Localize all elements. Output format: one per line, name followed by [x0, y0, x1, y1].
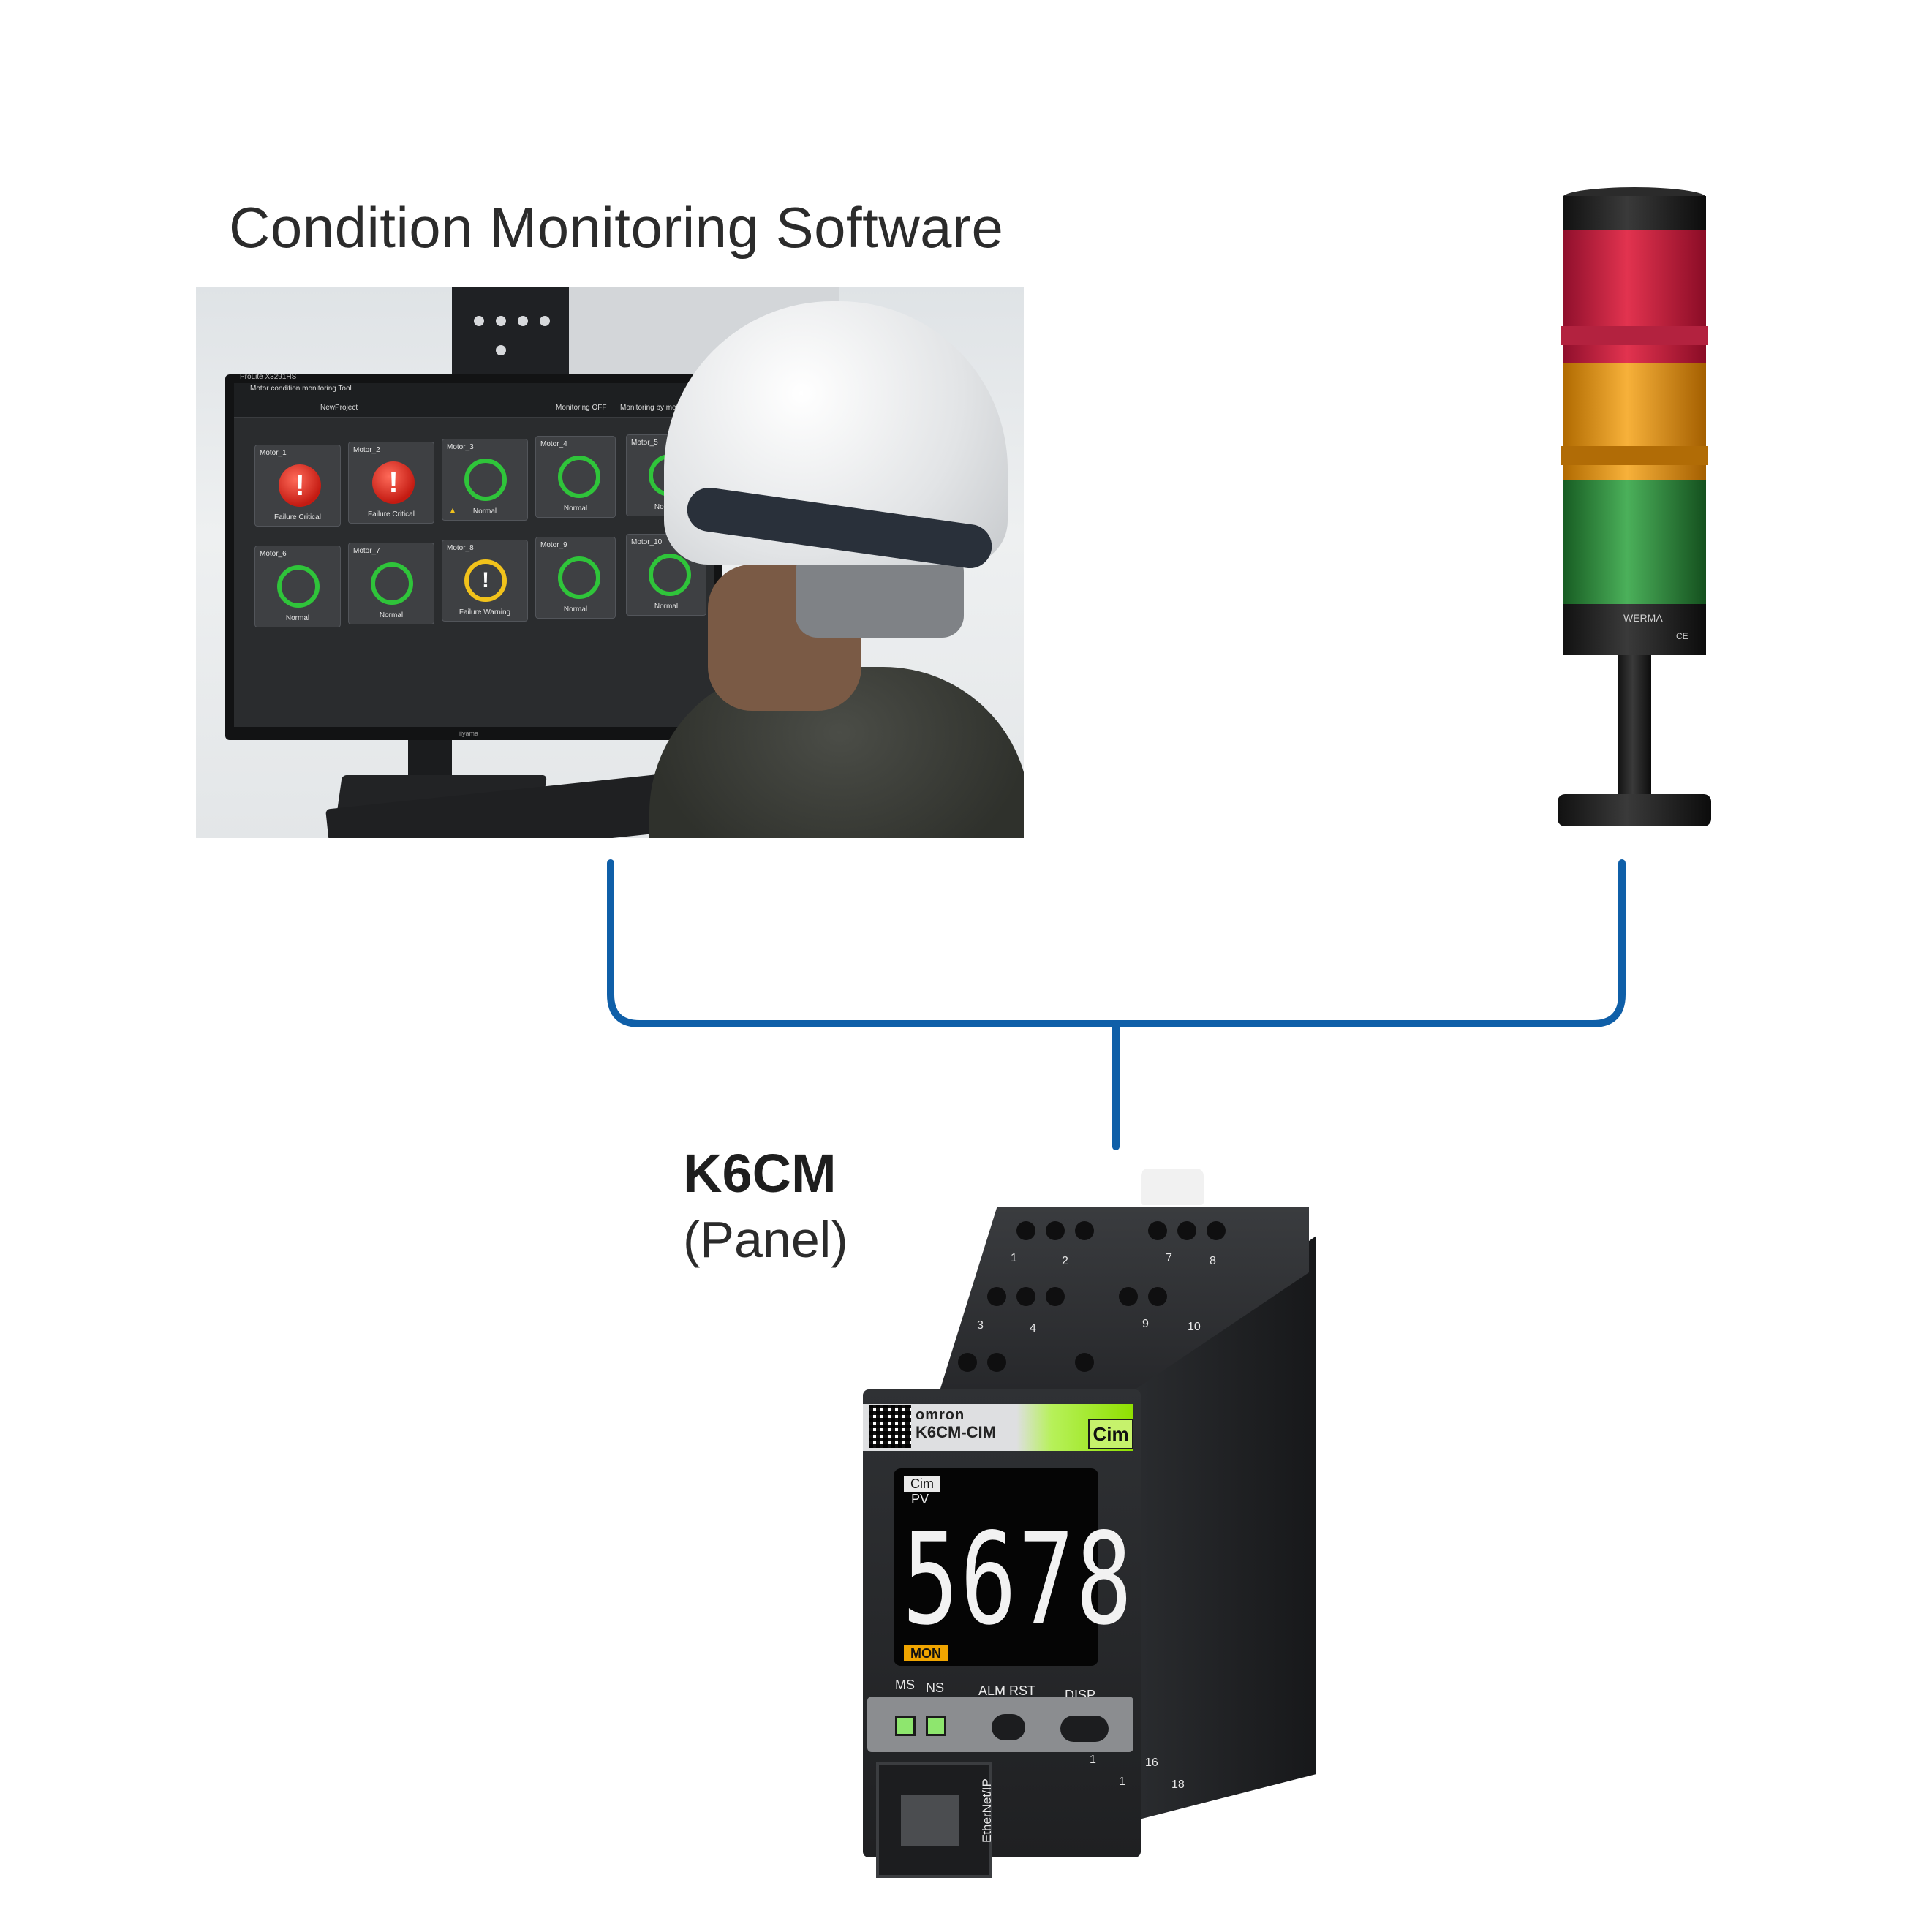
terminal-number: 4 [1030, 1322, 1036, 1335]
motor-tile[interactable]: Motor_1 ! Failure Critical [254, 445, 341, 527]
normal-status-icon [464, 459, 507, 501]
tower-base-module [1563, 604, 1706, 655]
terminal-number: 9 [1142, 1318, 1149, 1330]
tower-ce-mark: CE [1676, 631, 1688, 641]
ethernet-port-socket [901, 1795, 959, 1846]
project-name[interactable]: NewProject [320, 404, 358, 412]
motor-tile[interactable]: Motor_7 Normal [348, 543, 434, 624]
ns-led [926, 1716, 946, 1736]
ethernet-ip-label: EtherNet/IP [980, 1778, 994, 1843]
software-title: Condition Monitoring Software [229, 195, 1004, 260]
motor-status: Normal [379, 611, 404, 619]
motor-name: Motor_2 [353, 446, 380, 454]
alm-rst-label: ALM RST [978, 1683, 1036, 1698]
terminal-number: 16 [1145, 1756, 1158, 1769]
ns-label: NS [926, 1680, 945, 1695]
normal-status-icon [371, 562, 413, 605]
lcd-display: Cim PV 5678 MON [894, 1468, 1134, 1666]
motor-status: Failure Critical [274, 513, 321, 521]
motor-tile[interactable]: Motor_3 ▲ Normal [442, 439, 528, 521]
tower-green-layer [1563, 480, 1706, 604]
wall-board [452, 287, 569, 378]
motor-status: Failure Critical [368, 510, 415, 518]
connector-path [607, 859, 1626, 1027]
normal-status-icon [558, 556, 600, 599]
terminal-number: 3 [977, 1319, 984, 1332]
lcd-status: MON [904, 1645, 948, 1661]
alarm-reset-button[interactable] [992, 1714, 1025, 1740]
terminal-number: 18 [1171, 1778, 1185, 1791]
ethernet-port[interactable] [876, 1762, 992, 1878]
lcd-value: 5678 [902, 1506, 1134, 1654]
motor-name: Motor_7 [353, 547, 380, 555]
normal-status-icon [649, 554, 691, 596]
k6cm-device: 1 2 7 8 3 4 9 10 omron K6CM-CIM Cim Cim … [856, 1163, 1324, 1894]
motor-tile[interactable]: Motor_4 Normal [535, 436, 616, 518]
motor-tile[interactable]: Motor_8 ! Failure Warning [442, 540, 528, 622]
monitor-brand: ProLite X3291HS [240, 373, 297, 381]
lcd-pv-label: PV [911, 1492, 929, 1506]
monitor-logo: iiyama [459, 730, 479, 737]
ms-label: MS [895, 1678, 915, 1692]
app-toolbar: Motor condition monitoring Tool NewProje… [234, 383, 714, 418]
window-title: Motor condition monitoring Tool [250, 385, 352, 393]
device-name: K6CM [683, 1143, 837, 1204]
terminal-number: 2 [1062, 1255, 1068, 1267]
motor-name: Motor_1 [260, 449, 287, 457]
din-hook [1141, 1169, 1204, 1205]
motor-tile[interactable]: Motor_6 Normal [254, 546, 341, 627]
warning-alert-icon: ! [464, 559, 507, 602]
warning-triangle-icon: ▲ [448, 505, 457, 516]
cim-badge: Cim [1088, 1419, 1133, 1449]
motor-name: Motor_5 [631, 439, 658, 447]
tower-brand: WERMA [1623, 612, 1663, 624]
motor-status: Normal [563, 605, 588, 614]
terminal-number: 1 [1090, 1754, 1096, 1766]
ms-led [895, 1716, 916, 1736]
signal-tower: WERMA CE [1558, 187, 1711, 826]
normal-status-icon [277, 565, 320, 608]
lcd-mode: Cim [904, 1476, 940, 1492]
motor-name: Motor_4 [540, 440, 567, 448]
terminal-number: 7 [1166, 1252, 1172, 1264]
monitoring-screen: Motor condition monitoring Tool NewProje… [234, 383, 714, 727]
motor-status: Normal [654, 603, 679, 611]
motor-name: Motor_6 [260, 550, 287, 558]
motor-status: Failure Warning [459, 608, 511, 616]
tower-cap-body [1563, 196, 1706, 230]
motor-name: Motor_9 [540, 541, 567, 549]
critical-alert-icon: ! [372, 461, 415, 504]
motor-name: Motor_8 [447, 544, 474, 552]
motor-tile[interactable]: Motor_9 Normal [535, 537, 616, 619]
terminal-number: 8 [1210, 1255, 1216, 1267]
helmet-straps [796, 550, 964, 638]
tower-pole [1618, 655, 1651, 794]
normal-status-icon [558, 456, 600, 498]
terminal-number: 10 [1188, 1321, 1201, 1333]
motor-tile[interactable]: Motor_2 ! Failure Critical [348, 442, 434, 524]
motor-status: Normal [472, 507, 497, 516]
motor-status: Normal [563, 505, 588, 513]
button-bar [867, 1697, 1133, 1752]
monitoring-off-button[interactable]: Monitoring OFF [556, 404, 607, 412]
operator-photo: ProLite X3291HS iiyama Motor condition m… [196, 287, 1024, 838]
brand-logo: omron [916, 1407, 965, 1423]
tower-foot [1558, 794, 1711, 826]
terminal-number: 1 [1119, 1776, 1125, 1788]
motor-name: Motor_3 [447, 443, 474, 451]
monitoring-by-motor-button[interactable]: Monitoring by motor [620, 404, 685, 412]
device-mount-label: (Panel) [683, 1211, 848, 1268]
model-number: K6CM-CIM [916, 1423, 996, 1441]
motor-status: Normal [285, 614, 310, 622]
display-button[interactable] [1060, 1716, 1109, 1742]
critical-alert-icon: ! [279, 464, 321, 507]
motor-name: Motor_10 [631, 538, 663, 546]
qr-code [869, 1405, 911, 1448]
terminal-number: 1 [1011, 1252, 1017, 1264]
